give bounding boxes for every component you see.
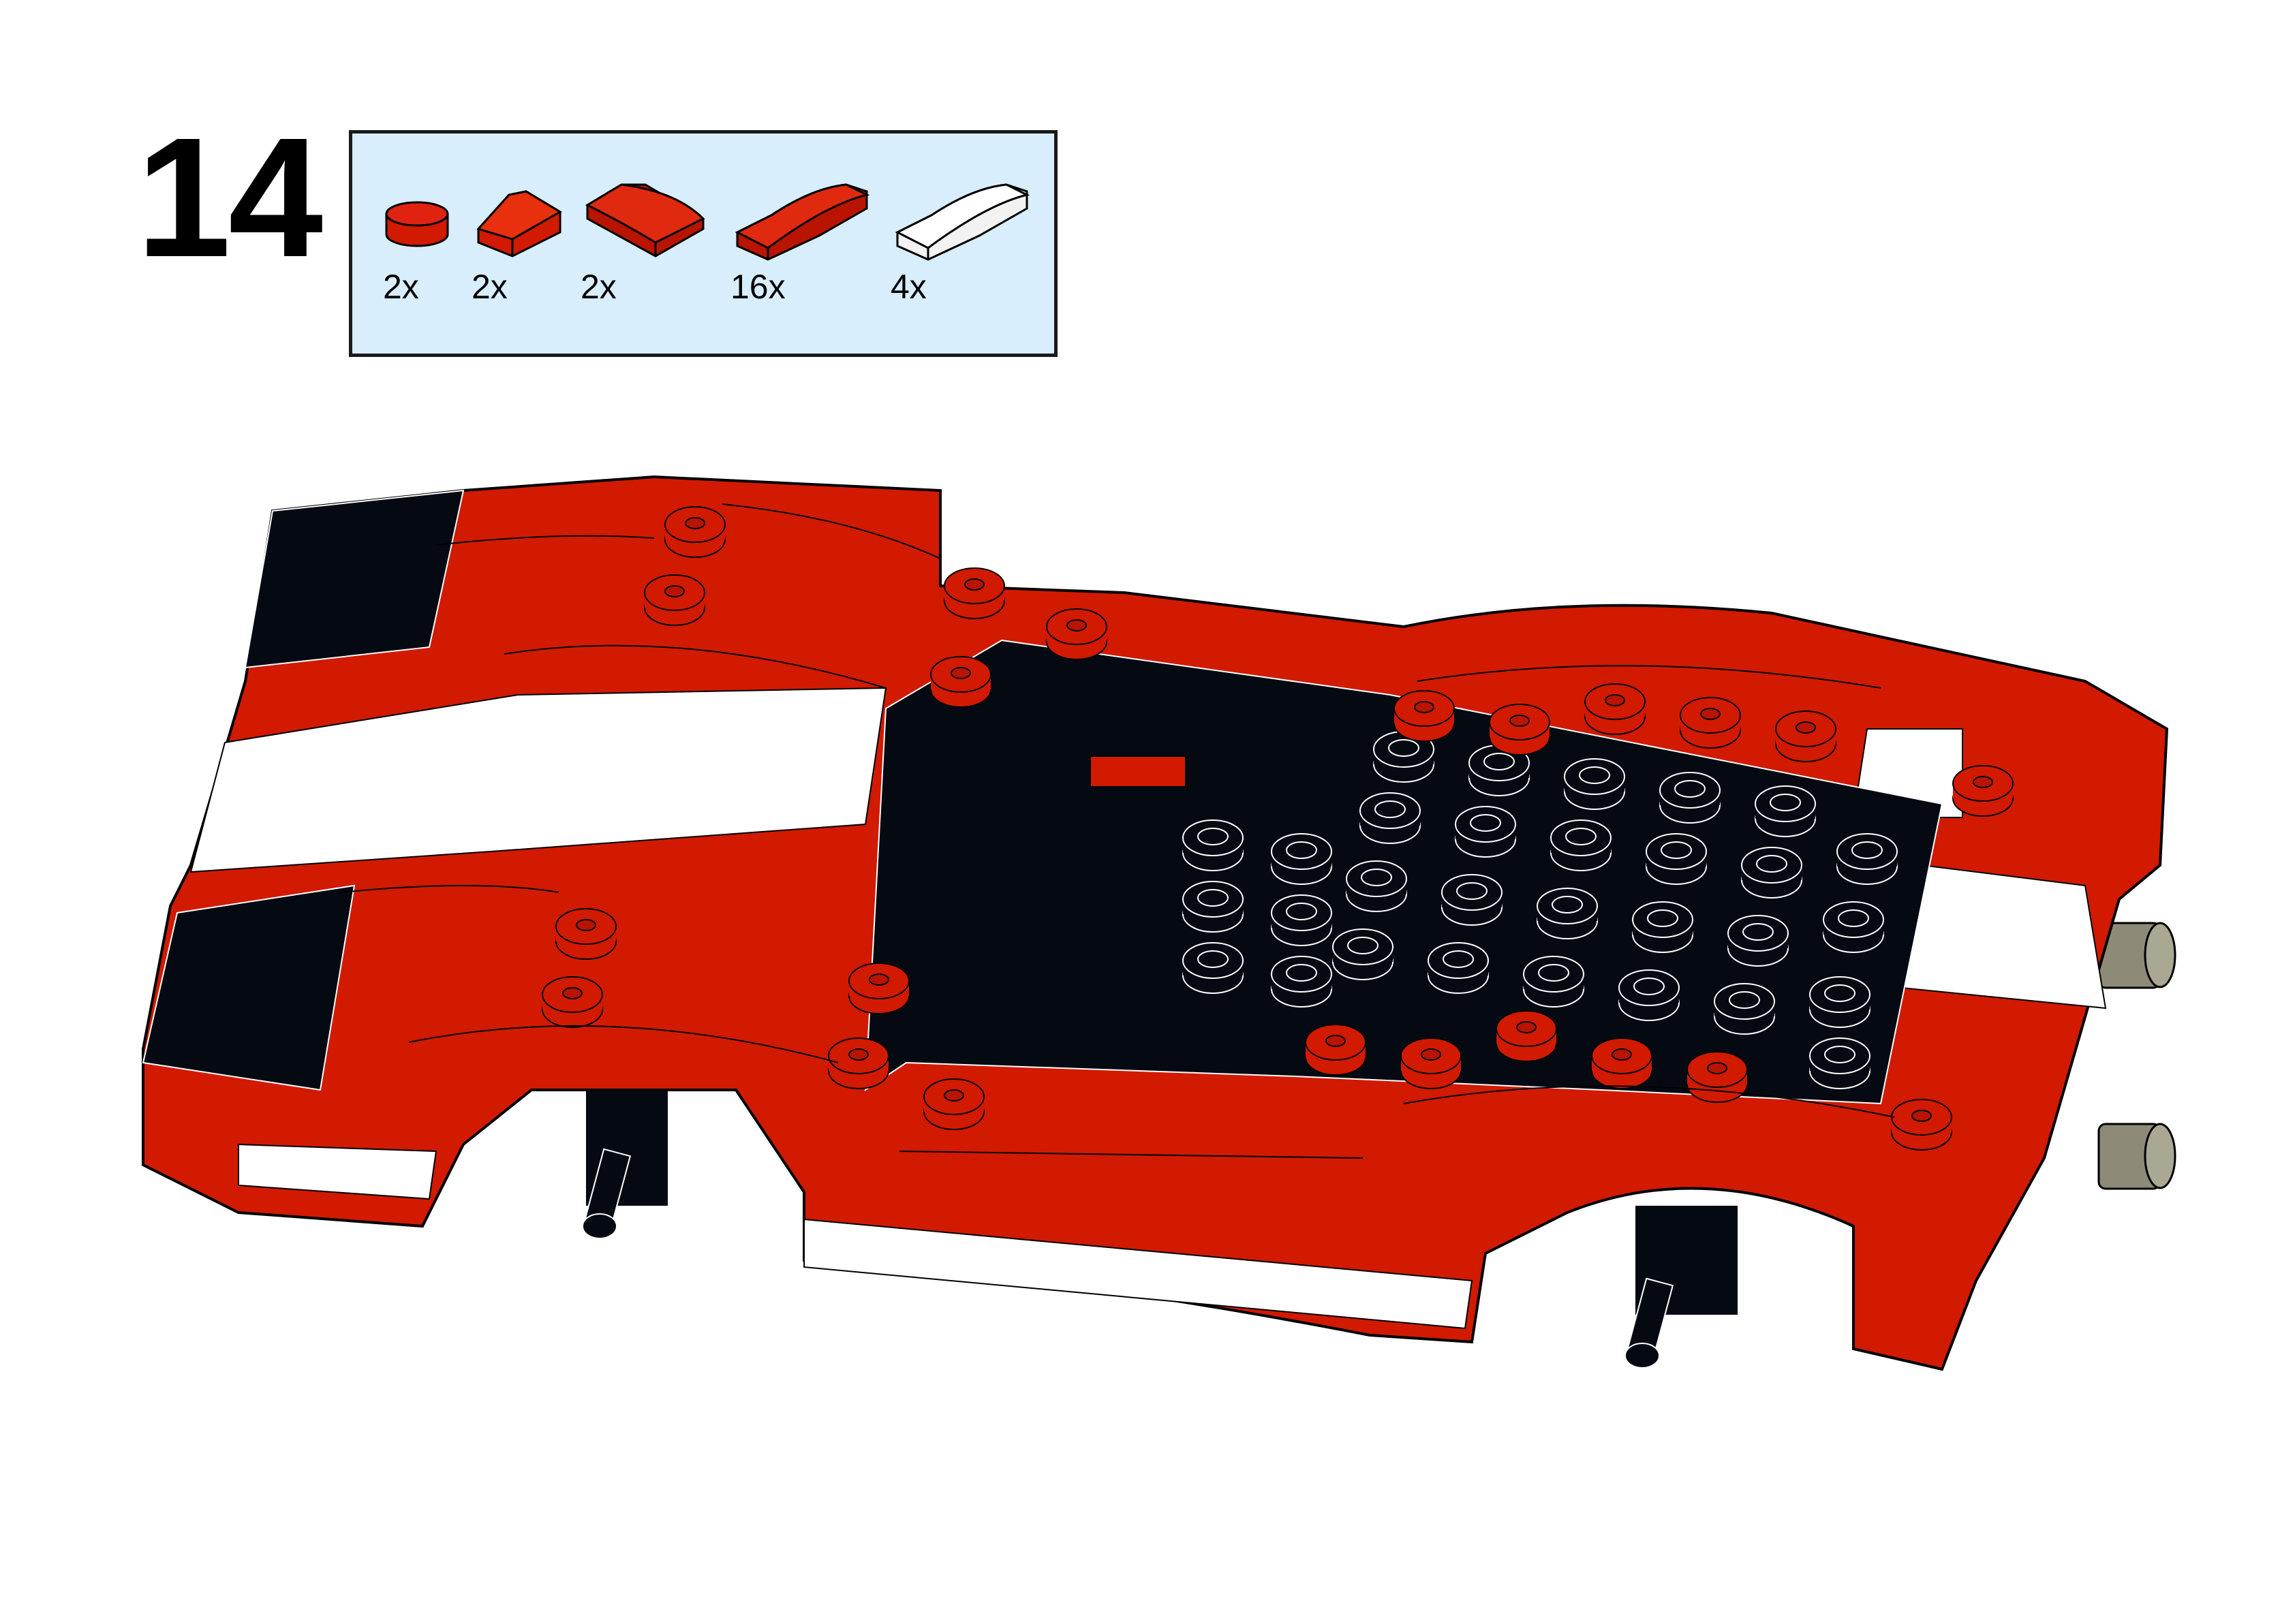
round-plate-part-icon [383, 174, 458, 249]
part-count: 16x [730, 268, 786, 306]
exhaust-pipes [2097, 922, 2176, 1190]
white-stripe [189, 687, 887, 873]
front-axle [581, 1069, 668, 1239]
part-count: 2x [581, 268, 617, 306]
white-curved-slope-part-icon [891, 174, 1034, 270]
white-stripe [803, 1218, 1473, 1330]
parts-list-panel: 2x 2x 2x 16x 4x [349, 130, 1058, 357]
part-count: 4x [891, 268, 927, 306]
front-black-tiles [244, 489, 465, 669]
white-stripe [1900, 864, 2107, 1010]
part-count: 2x [383, 268, 419, 306]
rear-axle [1624, 1206, 1738, 1369]
front-black-tiles [142, 884, 356, 1091]
panel-lines [340, 503, 1895, 1159]
part-count: 2x [472, 268, 508, 306]
curved-slope-part-icon [581, 174, 710, 270]
slope-part-icon [472, 174, 567, 270]
long-curved-slope-part-icon [730, 174, 874, 270]
step-number: 14 [136, 102, 323, 292]
white-stripe [238, 1143, 437, 1200]
